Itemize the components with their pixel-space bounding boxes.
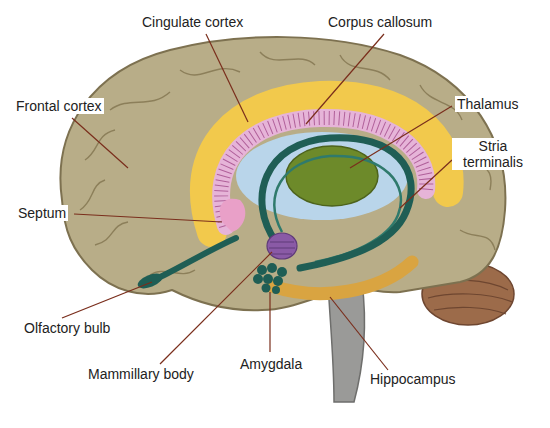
part-label: Amygdala xyxy=(238,356,304,372)
olfactory-tract xyxy=(158,238,236,278)
mammillary-body xyxy=(267,233,297,259)
part-label: Thalamus xyxy=(455,96,520,112)
cerebral-cortex xyxy=(60,37,505,310)
cingulate-cortex xyxy=(205,96,449,232)
part-label: Mammillary body xyxy=(86,366,196,382)
amygdala xyxy=(253,263,287,294)
part-label: Hippocampus xyxy=(368,371,458,387)
fornix xyxy=(262,138,411,268)
leader-lines xyxy=(62,34,452,370)
part-label: Stria terminalis xyxy=(452,138,534,170)
part-label: Corpus callosum xyxy=(326,14,434,30)
part-label: Frontal cortex xyxy=(14,98,104,114)
part-label: Olfactory bulb xyxy=(22,320,112,336)
part-label: Cingulate cortex xyxy=(140,14,245,30)
hippocampus xyxy=(272,262,412,294)
septum xyxy=(220,199,246,232)
brainstem xyxy=(328,282,364,402)
corpus-callosum xyxy=(221,118,426,226)
corpus-callosum-texture xyxy=(221,118,426,226)
part-label: Septum xyxy=(16,205,68,221)
olfactory-bulb xyxy=(136,271,165,292)
